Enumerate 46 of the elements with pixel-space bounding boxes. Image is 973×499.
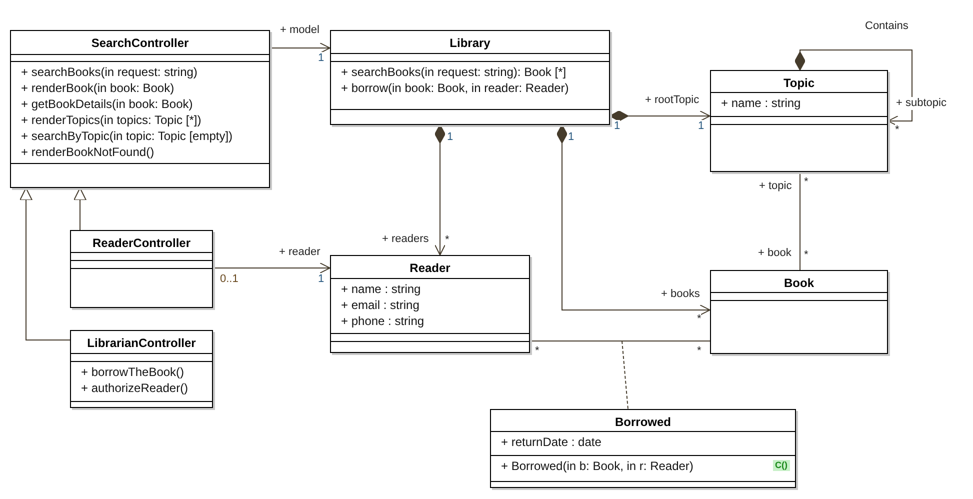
operation-text: + getBookDetails(in book: Book) [21, 96, 193, 112]
generalization-arrow [74, 188, 86, 230]
dashed-line [622, 340, 628, 410]
association-arrow [212, 262, 330, 274]
class-box [710, 270, 888, 354]
class-box [330, 255, 530, 353]
class-name: Reader [410, 261, 450, 275]
attribute-text: + returnDate : date [501, 434, 602, 450]
role-label: + rootTopic [645, 94, 700, 107]
operation-text: + renderBookNotFound() [21, 144, 154, 160]
class-box [330, 30, 610, 125]
class-name: SearchController [91, 36, 189, 50]
class-name: Library [450, 36, 490, 50]
operation-text: + searchBooks(in request: string) [21, 64, 198, 80]
association-line [530, 340, 710, 342]
composition-arrow [610, 110, 710, 122]
operation-text: + authorizeReader() [81, 380, 188, 396]
composition-arrow [434, 124, 446, 256]
operation-text: + searchBooks(in request: string): Book [*] [341, 64, 566, 80]
class-name: Book [784, 276, 814, 290]
constructor-badge: C() [773, 460, 790, 471]
class-box [10, 30, 270, 188]
operation-text: + renderTopics(in topics: Topic [*]) [21, 112, 202, 128]
class-box [490, 409, 796, 488]
attribute-text: + name : string [721, 95, 801, 111]
association-arrow [270, 42, 330, 54]
attribute-text: + email : string [341, 297, 420, 313]
class-box [70, 230, 213, 308]
attribute-text: + phone : string [341, 313, 424, 329]
class-box [70, 330, 213, 408]
composition-arrow [556, 124, 710, 316]
role-label: + subtopic [896, 97, 946, 110]
operation-text: + renderBook(in book: Book) [21, 80, 174, 96]
operation-text: + borrow(in book: Book, in reader: Reader) [341, 80, 569, 96]
class-name: Topic [783, 76, 815, 90]
attribute-text: + name : string [341, 281, 421, 297]
operation-text: + searchByTopic(in topic: Topic [empty]) [21, 128, 233, 144]
class-name: ReaderController [92, 236, 191, 250]
composition-arrow [794, 50, 912, 126]
class-name: Borrowed [614, 415, 671, 429]
role-label: + topic [759, 180, 792, 193]
class-name: LibrarianController [87, 336, 196, 350]
class-box [710, 70, 888, 172]
operation-text: + borrowTheBook() [81, 364, 184, 380]
generalization-arrow [20, 188, 70, 340]
operation-text: + Borrowed(in b: Book, in r: Reader) [501, 458, 694, 474]
